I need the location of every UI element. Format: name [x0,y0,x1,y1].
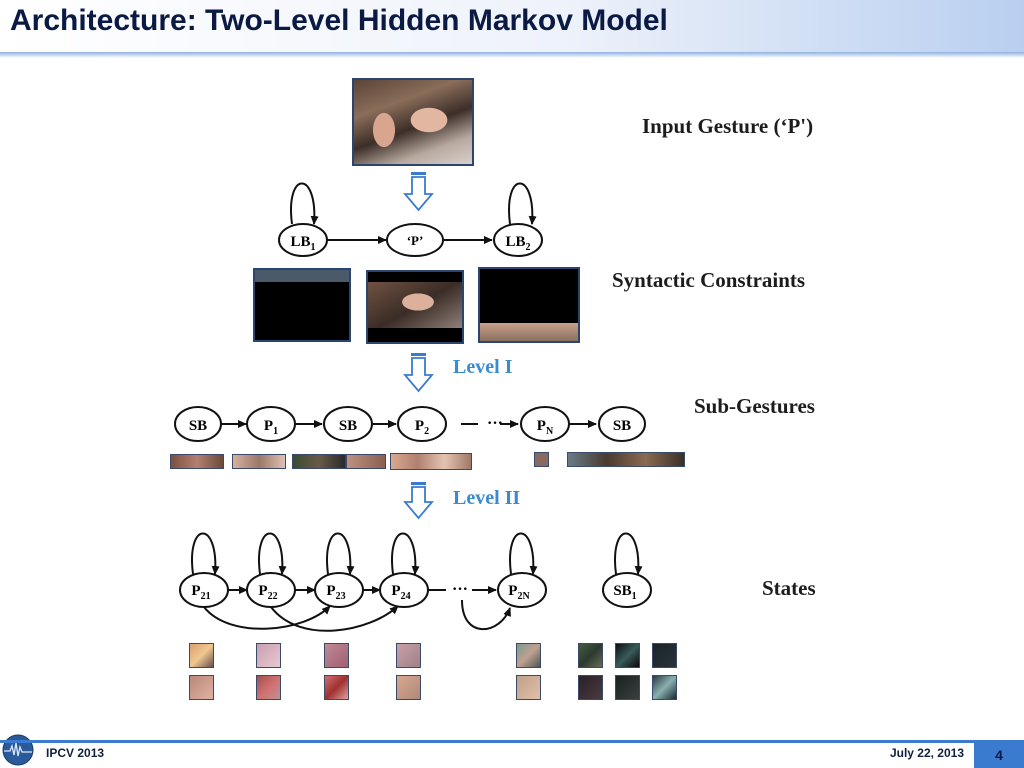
state-patch [256,675,281,700]
svg-text:P24: P24 [391,583,410,602]
svg-text:SB: SB [339,418,357,434]
sub-gesture-strip [567,452,685,467]
sub-gestures-label: Sub-Gestures [694,394,815,418]
states-label: States [762,576,816,600]
svg-text:SB: SB [613,418,631,434]
sub-gesture-strip [232,454,286,469]
node-p2: P2 [397,406,447,442]
node-p: ‘P’ [386,223,444,257]
state-patch [516,643,541,668]
state-patch [578,675,603,700]
lb1-image [253,268,351,342]
node-p2n: P2N [497,572,547,608]
syntactic-constraints-label: Syntactic Constraints [612,268,806,292]
state-patch [324,643,349,668]
svg-text:P1: P1 [264,418,278,437]
state-patch [652,643,677,668]
state-patch [615,675,640,700]
node-sb-c: SB [598,406,646,442]
level-1-label: Level I [453,356,513,378]
page-number: 4 [974,742,1024,768]
node-lb1: LB1 [278,223,328,257]
node-p22: P22 [246,572,296,608]
sub-gesture-strip [346,454,386,469]
svg-text:LB2: LB2 [505,234,530,253]
conference-logo-icon [2,734,34,766]
sub-gesture-strip [534,452,549,467]
state-patch [516,675,541,700]
p-gesture-image [366,270,464,344]
sub-gesture-strip [292,454,346,469]
state-patch [189,643,214,668]
down-arrow-icon [403,172,434,212]
svg-text:‘P’: ‘P’ [407,233,424,248]
svg-text:LB1: LB1 [290,234,315,253]
title-rule [0,52,1024,58]
node-p1: P1 [246,406,296,442]
svg-text:P2: P2 [415,418,429,437]
state-patch [396,675,421,700]
down-arrow-icon [403,353,434,393]
state-patch [324,675,349,700]
node-p23: P23 [314,572,364,608]
top-level-graph: LB1 ‘P’ LB2 [278,182,543,257]
state-patch [256,643,281,668]
state-ellipsis: ··· [452,581,468,598]
down-arrow-icon [403,482,434,520]
state-patch [578,643,603,668]
input-gesture-label: Input Gesture (‘P') [642,114,814,138]
svg-text:P21: P21 [191,583,210,602]
sub-gesture-graph: ··· SB P1 SB P2 PN SB [174,406,646,442]
state-graph: ··· P21 P22 P23 P24 P2N SB1 [179,532,652,632]
sub-gesture-ellipsis: ··· [487,415,503,432]
node-p21: P21 [179,572,229,608]
state-patch [189,675,214,700]
svg-text:P23: P23 [326,583,345,602]
state-patch [615,643,640,668]
sub-gesture-strip [170,454,224,469]
node-lb2: LB2 [493,223,543,257]
node-sb-a: SB [174,406,222,442]
level-2-label: Level II [453,487,521,509]
footer-date: July 22, 2013 [889,746,964,760]
state-patch [652,675,677,700]
node-p24: P24 [379,572,429,608]
svg-text:PN: PN [537,418,554,437]
svg-text:P2N: P2N [508,583,530,602]
title-bar [0,0,1024,52]
slide-title: Architecture: Two-Level Hidden Markov Mo… [10,4,668,37]
footer-conference: IPCV 2013 [46,746,105,760]
sub-gesture-strip [390,453,472,470]
svg-text:SB1: SB1 [613,583,636,602]
node-pn: PN [520,406,570,442]
input-gesture-image [352,78,474,166]
footer-rule [0,740,1024,743]
lb2-image [478,267,580,343]
svg-text:SB: SB [189,418,207,434]
svg-text:P22: P22 [258,583,277,602]
node-sb-b: SB [323,406,373,442]
node-sb1: SB1 [602,572,652,608]
state-patch [396,643,421,668]
